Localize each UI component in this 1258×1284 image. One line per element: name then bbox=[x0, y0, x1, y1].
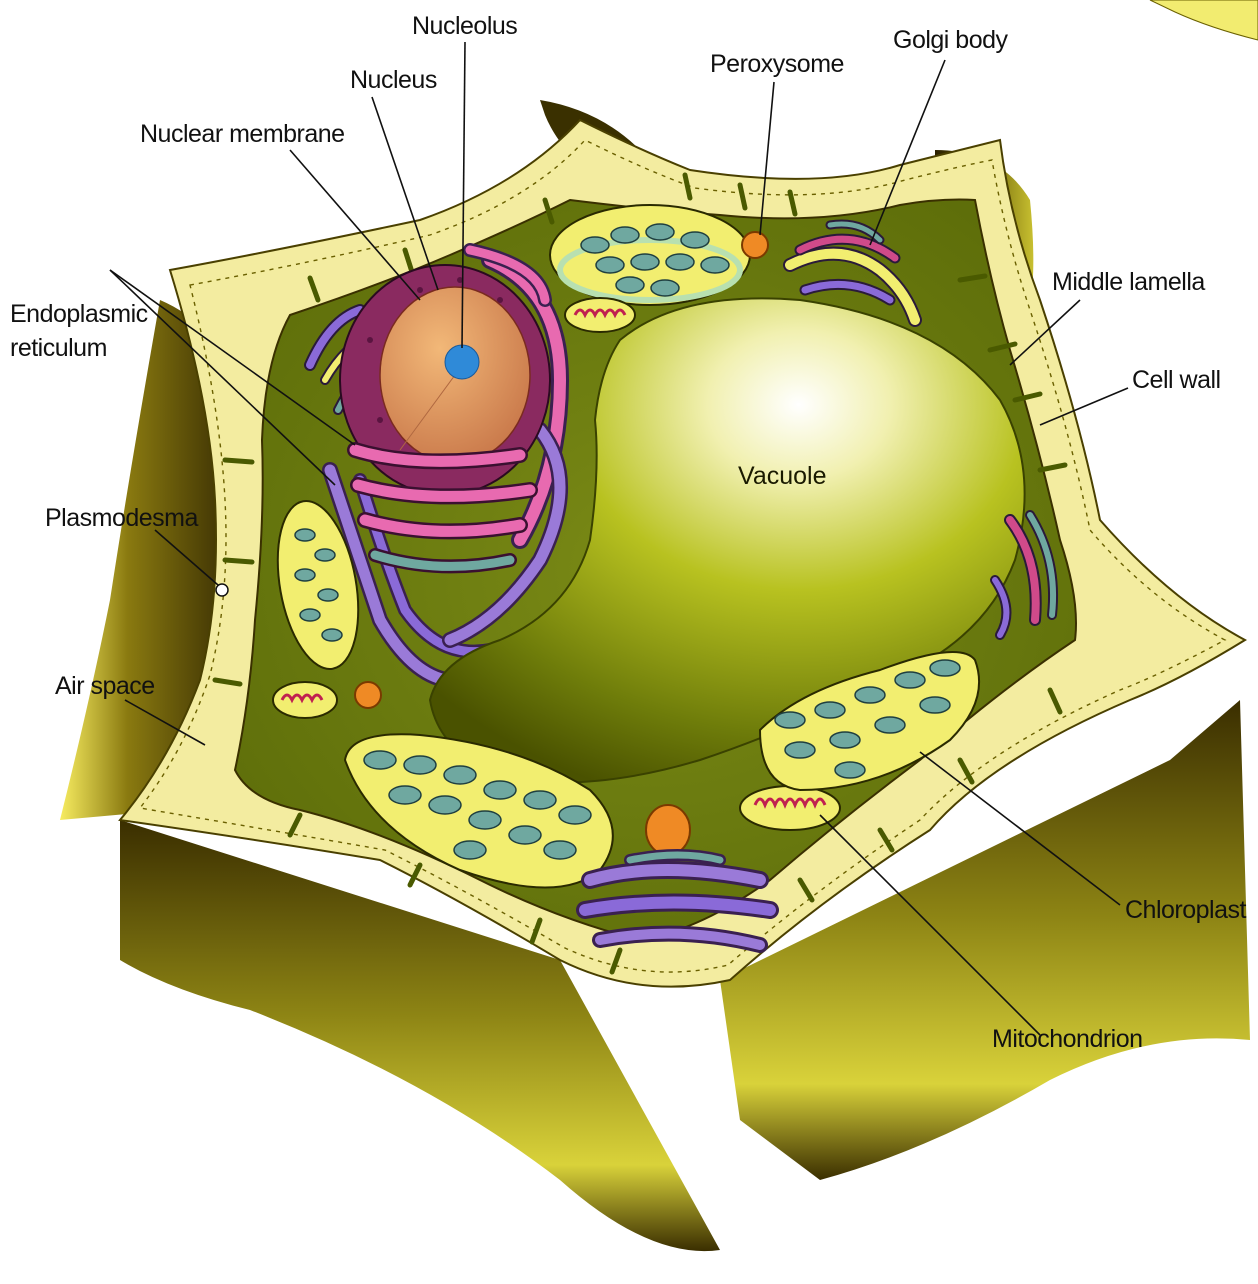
label-air-space: Air space bbox=[55, 672, 155, 700]
label-er-line2: reticulum bbox=[10, 334, 107, 362]
label-golgi-body: Golgi body bbox=[893, 26, 1009, 54]
label-nucleus: Nucleus bbox=[350, 66, 437, 94]
label-peroxysome: Peroxysome bbox=[710, 50, 844, 78]
label-plasmodesma: Plasmodesma bbox=[45, 504, 198, 532]
label-mitochondrion: Mitochondrion bbox=[992, 1025, 1143, 1053]
mitochondrion-left bbox=[273, 682, 337, 718]
label-middle-lamella: Middle lamella bbox=[1052, 268, 1205, 296]
nucleolus bbox=[445, 345, 479, 379]
label-er-line1: Endoplasmic bbox=[10, 300, 148, 328]
label-chloroplast: Chloroplast bbox=[1125, 896, 1247, 924]
label-vacuole: Vacuole bbox=[738, 462, 827, 490]
label-nuclear-membrane: Nuclear membrane bbox=[140, 120, 345, 148]
peroxysome-bottom bbox=[646, 805, 690, 855]
peroxysome-top bbox=[742, 232, 768, 258]
label-nucleolus: Nucleolus bbox=[412, 12, 517, 40]
chloroplast-top bbox=[550, 205, 750, 305]
peroxysome-left bbox=[355, 682, 381, 708]
mitochondrion-top bbox=[565, 298, 635, 332]
neighbor-cell-corner bbox=[1150, 0, 1258, 40]
plasmodesma-mark bbox=[216, 584, 228, 596]
label-cell-wall: Cell wall bbox=[1132, 366, 1221, 394]
mitochondrion-bottom bbox=[740, 786, 840, 830]
